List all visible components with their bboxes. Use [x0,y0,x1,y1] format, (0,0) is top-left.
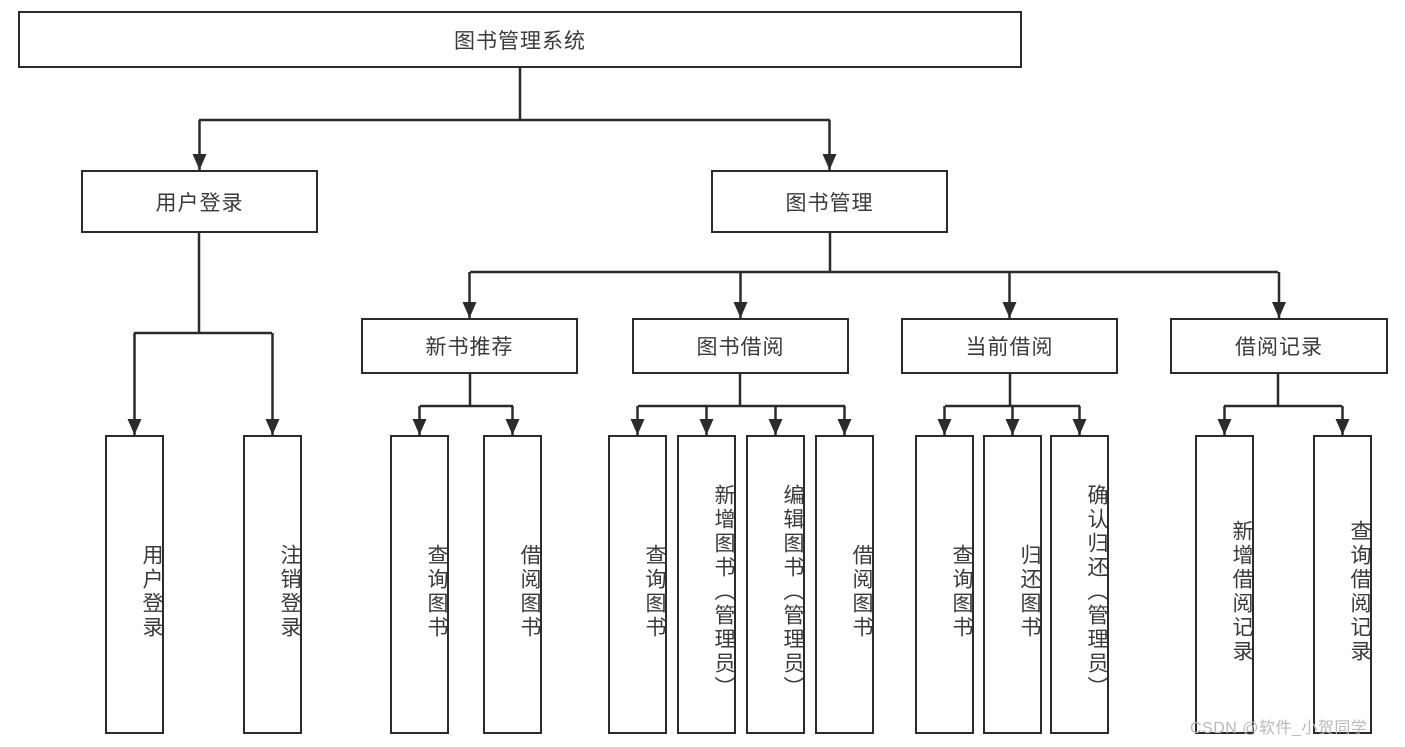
arrow-head-icon-leaf-cb-confirm [1072,419,1087,435]
arrow-head-icon-leaf-rec-borrow [505,419,520,435]
node-label: 查询图书 [425,543,448,640]
node-leaf-rec-query[interactable]: 查询图书 [390,435,449,734]
node-label: 借阅记录 [1235,336,1323,359]
node-label: 编辑图书（管理员） [781,483,804,700]
arrow-head-icon-leaf-user-logout [265,419,280,435]
node-leaf-br-add[interactable]: 新增借阅记录 [1195,435,1254,734]
arrow-head-icon-new-book-rec [462,302,477,318]
node-label: 归还图书 [1018,543,1041,640]
arrow-head-icon-leaf-br-query [1335,419,1350,435]
node-label: 图书借阅 [696,336,785,359]
node-label: 新书推荐 [425,336,514,359]
arrow-head-icon-leaf-bb-add [699,419,714,435]
arrow-head-icon-leaf-bb-borrow [837,419,852,435]
arrow-head-icon-leaf-bb-edit [768,419,783,435]
arrow-head-icon-book-manage [822,154,837,170]
node-book-manage[interactable]: 图书管理 [711,170,948,233]
node-leaf-cb-return[interactable]: 归还图书 [983,435,1042,734]
arrow-head-icon-leaf-rec-query [412,419,427,435]
node-label: 查询图书 [950,543,973,640]
node-label: 图书管理系统 [454,29,586,53]
node-label: 借阅图书 [518,543,541,640]
node-label: 图书管理 [785,191,874,215]
arrow-head-icon-leaf-cb-query [937,419,952,435]
arrow-head-icon-leaf-bb-query [630,419,645,435]
arrow-head-icon-book-borrow [733,302,748,318]
arrow-head-icon-leaf-br-add [1217,419,1232,435]
node-label: 查询图书 [643,543,666,640]
node-leaf-rec-borrow[interactable]: 借阅图书 [483,435,542,734]
arrow-head-icon-borrow-record [1272,302,1286,318]
arrow-head-icon-user-login [192,154,207,170]
node-leaf-bb-borrow[interactable]: 借阅图书 [815,435,874,734]
node-leaf-bb-add[interactable]: 新增图书（管理员） [677,435,736,734]
node-label: 新增借阅记录 [1230,519,1253,664]
arrow-head-icon-current-borrow [1002,302,1017,318]
node-label: 用户登录 [155,191,244,215]
node-label: 确认归还（管理员） [1085,483,1108,700]
node-label: 新增图书（管理员） [712,483,735,700]
node-leaf-cb-query[interactable]: 查询图书 [915,435,974,734]
node-leaf-user-logout[interactable]: 注销登录 [243,435,302,734]
node-book-borrow[interactable]: 图书借阅 [632,318,849,374]
node-leaf-bb-query[interactable]: 查询图书 [608,435,667,734]
node-current-borrow[interactable]: 当前借阅 [901,318,1118,374]
node-label: 当前借阅 [965,336,1054,359]
arrow-head-icon-leaf-cb-return [1005,419,1020,435]
node-label: 用户登录 [140,543,163,640]
watermark-text: CSDN @软件_小贺同学 [1190,720,1368,737]
node-root[interactable]: 图书管理系统 [18,11,1022,68]
node-new-book-rec[interactable]: 新书推荐 [361,318,578,374]
node-leaf-br-query[interactable]: 查询借阅记录 [1313,435,1372,734]
node-borrow-record[interactable]: 借阅记录 [1170,318,1388,374]
node-leaf-cb-confirm[interactable]: 确认归还（管理员） [1050,435,1109,734]
node-label: 借阅图书 [850,543,873,640]
node-user-login[interactable]: 用户登录 [81,170,318,233]
arrow-head-icon-leaf-user-login [127,419,142,435]
node-label: 查询借阅记录 [1348,519,1371,664]
node-label: 注销登录 [278,543,301,640]
node-leaf-user-login[interactable]: 用户登录 [105,435,164,734]
node-leaf-bb-edit[interactable]: 编辑图书（管理员） [746,435,805,734]
